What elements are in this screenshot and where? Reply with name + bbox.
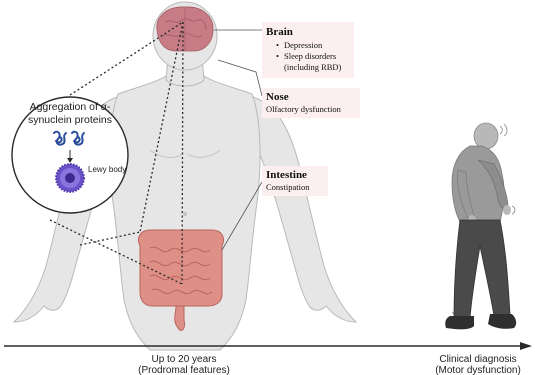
timeline-end-line1: Clinical diagnosis bbox=[439, 354, 516, 365]
svg-text:•: • bbox=[276, 51, 279, 61]
nose-desc: Olfactory dysfunction bbox=[266, 104, 342, 114]
bubble-title-line2: synuclein proteins bbox=[28, 114, 112, 126]
intestine-label: Intestine Constipation bbox=[262, 166, 328, 196]
torso bbox=[110, 72, 260, 350]
intestine-desc: Constipation bbox=[266, 182, 310, 192]
lewy-body-icon bbox=[56, 164, 84, 192]
timeline-start-line1: Up to 20 years bbox=[151, 354, 216, 365]
brain-item-depression: Depression bbox=[284, 40, 323, 50]
nose-label: Nose Olfactory dysfunction bbox=[262, 88, 360, 118]
bubble-title-line1: Aggregation of α- bbox=[30, 101, 111, 113]
timeline-end-line2: (Motor dysfunction) bbox=[435, 365, 521, 375]
brain-label: Brain • Depression • Sleep disorders (in… bbox=[262, 22, 354, 78]
brain-icon bbox=[157, 7, 213, 51]
timeline-arrowhead-icon bbox=[520, 342, 532, 350]
parkinsons-patient-figure bbox=[445, 123, 516, 329]
timeline-start-line2: (Prodromal features) bbox=[138, 365, 230, 375]
intestine-title: Intestine bbox=[266, 169, 307, 181]
brain-item-sleep: Sleep disorders bbox=[284, 51, 336, 61]
brain-item-rbd: (including RBD) bbox=[284, 62, 342, 72]
timeline: Up to 20 years (Prodromal features) Clin… bbox=[4, 342, 532, 375]
lewy-body-label: Lewy body bbox=[88, 165, 126, 174]
svg-text:•: • bbox=[276, 40, 279, 50]
brain-title: Brain bbox=[266, 26, 293, 38]
alpha-synuclein-bubble: Aggregation of α- synuclein proteins Lew… bbox=[12, 97, 128, 213]
nose-title: Nose bbox=[266, 91, 289, 103]
right-arm bbox=[250, 96, 356, 322]
